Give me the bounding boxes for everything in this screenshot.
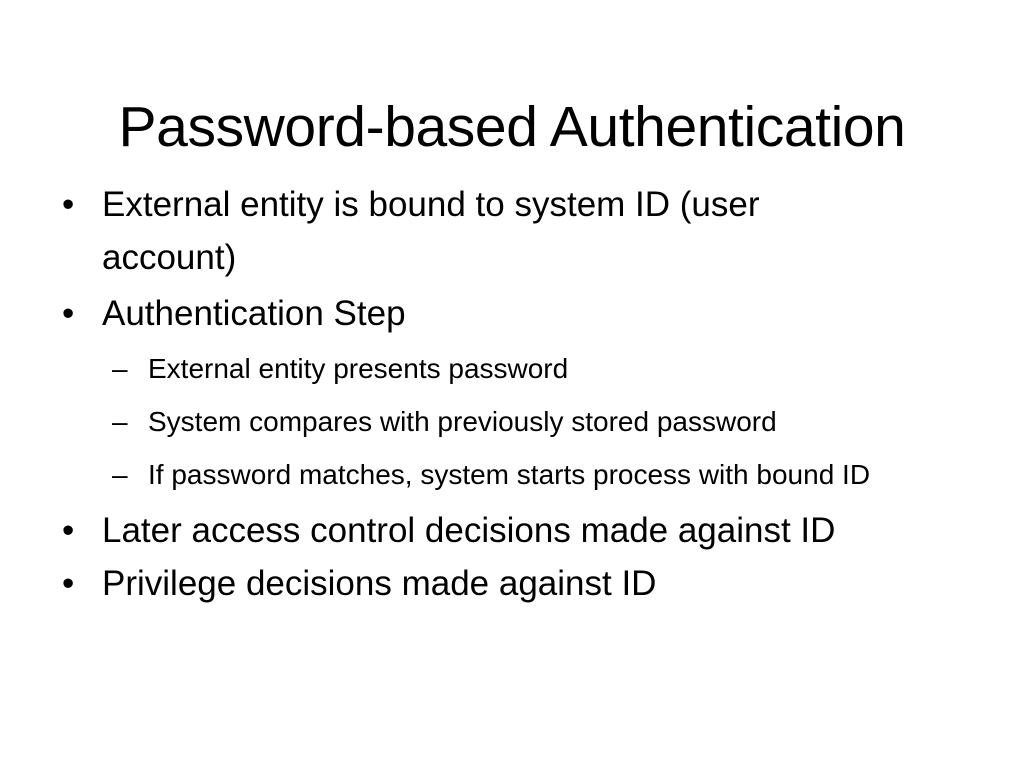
- bullet-marker-icon: •: [62, 511, 75, 550]
- dash-marker-icon: –: [112, 353, 128, 384]
- list-item-text: System compares with previously stored p…: [148, 406, 777, 437]
- bullet-marker-icon: •: [62, 185, 75, 224]
- list-item: – System compares with previously stored…: [56, 395, 968, 448]
- dash-marker-icon: –: [112, 406, 128, 437]
- slide-body-placeholder: • External entity is bound to system ID …: [56, 178, 968, 610]
- list-item-text: Privilege decisions made against ID: [102, 564, 657, 603]
- list-item: • Privilege decisions made against ID: [56, 557, 968, 610]
- list-item-text: Authentication Step: [102, 294, 406, 333]
- dash-marker-icon: –: [112, 459, 128, 490]
- bullet-marker-icon: •: [62, 564, 75, 603]
- list-item-text: External entity is bound to system ID (u…: [102, 185, 760, 277]
- list-item: • Authentication Step: [56, 287, 968, 340]
- list-item: • External entity is bound to system ID …: [56, 178, 892, 284]
- list-item: • Later access control decisions made ag…: [56, 504, 968, 557]
- list-item-text: Later access control decisions made agai…: [102, 511, 836, 550]
- list-item: – External entity presents password: [56, 342, 968, 395]
- list-item-text: If password matches, system starts proce…: [148, 459, 871, 490]
- bullet-marker-icon: •: [62, 294, 75, 333]
- page-title: Password-based Authentication: [118, 95, 906, 160]
- list-item: – If password matches, system starts pro…: [56, 448, 1008, 501]
- list-item-text: External entity presents password: [148, 353, 569, 384]
